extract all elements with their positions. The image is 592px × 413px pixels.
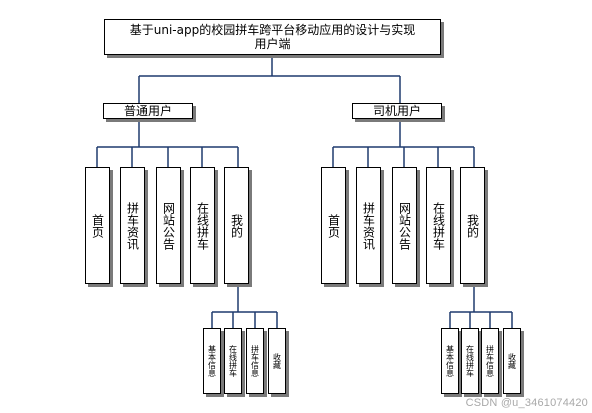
watermark: CSDN @u_3461074420	[465, 397, 588, 409]
module-label: 我的	[465, 213, 480, 238]
module-mine: 我的	[224, 167, 249, 284]
submodule-label: 收藏	[507, 353, 517, 369]
submodule-basic-info: 基本信息	[441, 328, 459, 394]
submodule-label: 在线拼车	[228, 345, 238, 377]
diagram-title-box: 基于uni-app的校园拼车跨平台移动应用的设计与实现用户端	[104, 19, 441, 55]
module-carpool-news: 拼车资讯	[120, 167, 145, 284]
submodule-label: 拼车信息	[485, 345, 495, 377]
module-home: 首页	[85, 167, 110, 284]
submodule-favorites: 收藏	[503, 328, 521, 394]
submodule-label: 在线拼车	[465, 345, 475, 377]
submodule-basic-info: 基本信息	[203, 328, 221, 394]
submodule-online-carpool: 在线拼车	[461, 328, 479, 394]
role-regular-user-label: 普通用户	[123, 104, 172, 118]
submodule-label: 基本信息	[445, 345, 455, 377]
submodule-label: 基本信息	[207, 345, 217, 377]
module-label: 首页	[326, 213, 341, 238]
module-label: 拼车资讯	[361, 201, 376, 250]
submodule-label: 收藏	[272, 353, 282, 369]
module-carpool-news: 拼车资讯	[356, 167, 381, 284]
submodule-label: 拼车信息	[250, 345, 260, 377]
module-label: 我的	[229, 213, 244, 238]
module-label: 首页	[90, 213, 105, 238]
module-label: 网站公告	[161, 201, 176, 250]
module-label: 在线拼车	[195, 201, 210, 250]
role-regular-user-box: 普通用户	[103, 103, 193, 119]
role-driver-user-label: 司机用户	[372, 104, 421, 118]
module-home: 首页	[321, 167, 346, 284]
module-mine: 我的	[460, 167, 485, 284]
module-online-carpool: 在线拼车	[190, 167, 215, 284]
role-driver-user-box: 司机用户	[352, 103, 442, 119]
submodule-favorites: 收藏	[268, 328, 286, 394]
submodule-carpool-info: 拼车信息	[246, 328, 264, 394]
module-label: 在线拼车	[431, 201, 446, 250]
module-online-carpool: 在线拼车	[426, 167, 451, 284]
submodule-online-carpool: 在线拼车	[224, 328, 242, 394]
module-site-announcement: 网站公告	[392, 167, 417, 284]
submodule-carpool-info: 拼车信息	[481, 328, 499, 394]
diagram-title: 基于uni-app的校园拼车跨平台移动应用的设计与实现用户端	[129, 23, 416, 51]
module-label: 拼车资讯	[125, 201, 140, 250]
module-site-announcement: 网站公告	[156, 167, 181, 284]
module-label: 网站公告	[397, 201, 412, 250]
